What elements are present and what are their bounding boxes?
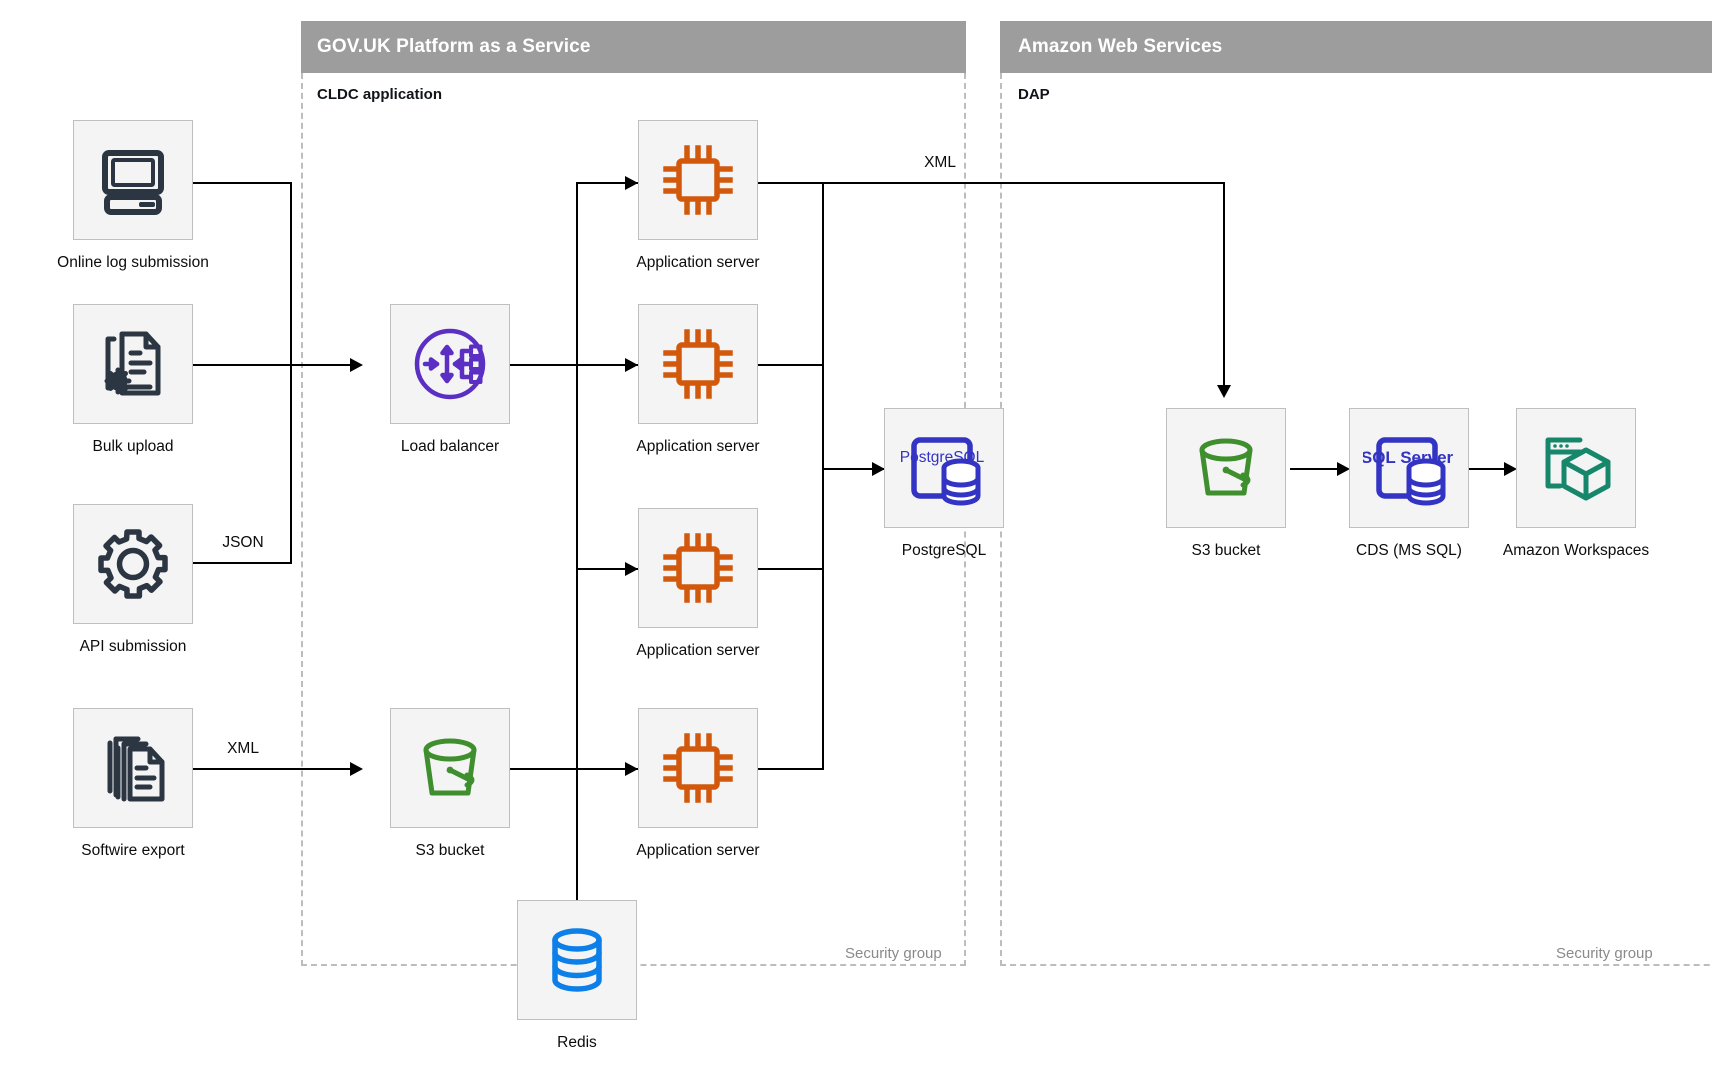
edge-bus-to-app-4 bbox=[576, 768, 638, 770]
aws-zone-label: DAP bbox=[1018, 86, 1050, 103]
edge-bus-to-app-3 bbox=[576, 568, 638, 570]
label-cds-ms-sql: CDS (MS SQL) bbox=[1356, 542, 1462, 559]
arrowhead-into-postgresql bbox=[872, 462, 885, 476]
cpu-chip-icon bbox=[658, 324, 738, 404]
label-s3-bucket-aws: S3 bucket bbox=[1191, 542, 1261, 559]
desktop-computer-icon bbox=[94, 141, 172, 219]
tile-amazon-workspaces[interactable] bbox=[1516, 408, 1636, 528]
edge-label-xml-to-aws: XML bbox=[924, 154, 956, 171]
tile-app-server-3[interactable] bbox=[638, 508, 758, 628]
label-load-balancer: Load balancer bbox=[400, 438, 500, 455]
edge-s3-aws-to-cds bbox=[1290, 468, 1345, 470]
label-app-server-2: Application server bbox=[636, 438, 760, 455]
label-s3-bucket-paas: S3 bucket bbox=[415, 842, 485, 859]
edge-app-2-right bbox=[700, 364, 824, 366]
arrowhead-app-server-4 bbox=[625, 762, 638, 776]
arrowhead-app-server-3 bbox=[625, 562, 638, 576]
edge-lb-out bbox=[478, 364, 578, 366]
gear-icon bbox=[93, 524, 173, 604]
edge-collector-to-postgres bbox=[822, 468, 884, 470]
sql-server-icon: SQL Server bbox=[1363, 422, 1455, 514]
label-amazon-workspaces: Amazon Workspaces bbox=[1502, 542, 1650, 559]
tile-softwire-export[interactable] bbox=[73, 708, 193, 828]
tile-app-server-4[interactable] bbox=[638, 708, 758, 828]
edge-redis-to-bus bbox=[576, 768, 578, 900]
arrowhead-app-server-1 bbox=[625, 176, 638, 190]
label-app-server-1: Application server bbox=[636, 254, 760, 271]
document-stack-icon bbox=[94, 729, 172, 807]
edge-s3-to-app-4 bbox=[478, 768, 578, 770]
edge-softwire-to-s3 bbox=[192, 768, 356, 770]
cpu-chip-icon bbox=[658, 528, 738, 608]
label-postgresql: PostgreSQL bbox=[901, 542, 987, 559]
tile-postgresql[interactable]: PostgreSQL bbox=[884, 408, 1004, 528]
postgresql-icon: PostgreSQL bbox=[898, 422, 990, 514]
edge-label-softwire-xml: XML bbox=[227, 740, 259, 757]
paas-zone bbox=[301, 73, 966, 966]
edge-label-api-json: JSON bbox=[222, 534, 264, 551]
bucket-icon bbox=[409, 727, 491, 809]
document-gear-icon bbox=[94, 325, 172, 403]
tile-app-server-1[interactable] bbox=[638, 120, 758, 240]
edge-api-vertical bbox=[290, 364, 292, 564]
edge-aws-xml-drop bbox=[1223, 182, 1225, 387]
workspaces-cube-icon bbox=[1534, 426, 1618, 510]
edge-cds-to-workspaces bbox=[1457, 468, 1512, 470]
edge-api-to-bus bbox=[192, 562, 292, 564]
edge-lb-distribution-bus bbox=[576, 182, 578, 770]
aws-band bbox=[1000, 21, 1712, 73]
tile-redis[interactable] bbox=[517, 900, 637, 1020]
label-api-submission: API submission bbox=[79, 638, 187, 655]
arrowhead-app-server-2 bbox=[625, 358, 638, 372]
aws-band-title: Amazon Web Services bbox=[1018, 36, 1223, 57]
tile-s3-bucket-paas[interactable] bbox=[390, 708, 510, 828]
edge-online-log-to-bus bbox=[192, 182, 292, 184]
edge-bus-to-app-1 bbox=[576, 182, 638, 184]
load-balancer-icon bbox=[407, 321, 493, 407]
label-bulk-upload: Bulk upload bbox=[92, 438, 174, 455]
edge-bulk-to-load-balancer bbox=[192, 364, 356, 366]
paas-security-group-label: Security group bbox=[845, 945, 942, 962]
cpu-chip-icon bbox=[658, 728, 738, 808]
tile-bulk-upload[interactable] bbox=[73, 304, 193, 424]
tile-api-submission[interactable] bbox=[73, 504, 193, 624]
cpu-chip-icon bbox=[658, 140, 738, 220]
database-cylinder-icon bbox=[540, 923, 614, 997]
arrowhead-into-s3-aws bbox=[1217, 385, 1231, 398]
tile-load-balancer[interactable] bbox=[390, 304, 510, 424]
edge-online-log-vertical bbox=[290, 182, 292, 364]
label-app-server-4: Application server bbox=[636, 842, 760, 859]
label-softwire-export: Softwire export bbox=[81, 842, 185, 859]
label-online-log-submission: Online log submission bbox=[57, 254, 209, 271]
arrowhead-into-load-balancer bbox=[350, 358, 363, 372]
edge-postgres-collector-bus bbox=[822, 182, 824, 770]
aws-security-group-label: Security group bbox=[1556, 945, 1653, 962]
tile-cds-ms-sql[interactable]: SQL Server bbox=[1349, 408, 1469, 528]
arrowhead-into-workspaces bbox=[1504, 462, 1517, 476]
bucket-icon bbox=[1185, 427, 1267, 509]
paas-zone-label: CLDC application bbox=[317, 86, 443, 103]
tile-s3-bucket-aws[interactable] bbox=[1166, 408, 1286, 528]
tile-online-log-submission[interactable] bbox=[73, 120, 193, 240]
tile-app-server-2[interactable] bbox=[638, 304, 758, 424]
label-redis: Redis bbox=[557, 1034, 597, 1051]
edge-app-4-right bbox=[700, 768, 824, 770]
arrowhead-into-cds bbox=[1337, 462, 1350, 476]
label-app-server-3: Application server bbox=[636, 642, 760, 659]
paas-band-title: GOV.UK Platform as a Service bbox=[317, 36, 591, 57]
arrowhead-into-s3-paas bbox=[350, 762, 363, 776]
paas-band bbox=[301, 21, 966, 73]
edge-app-1-to-aws-xml bbox=[700, 182, 1225, 184]
edge-bus-to-app-2 bbox=[576, 364, 638, 366]
edge-app-3-right bbox=[700, 568, 824, 570]
